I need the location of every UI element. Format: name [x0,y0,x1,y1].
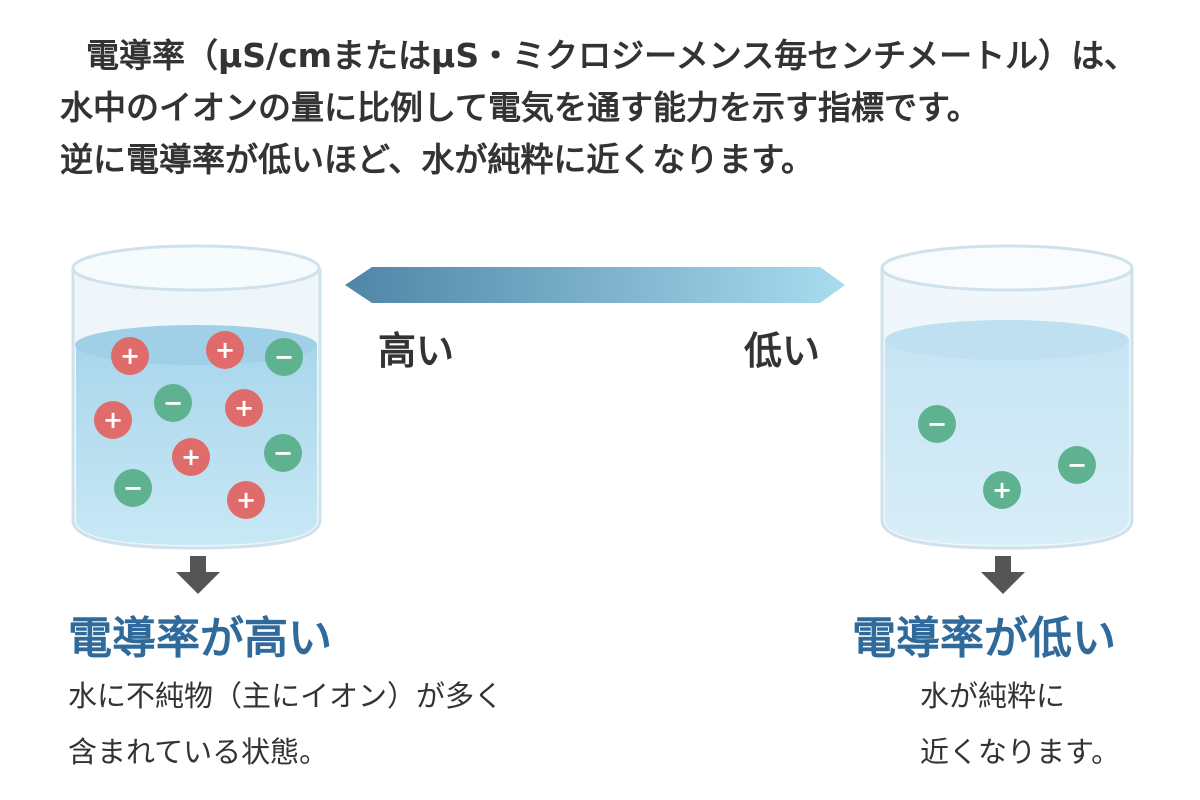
left-ion: − [265,338,303,376]
scale-high-label: 高い [378,329,455,373]
left-ion: − [114,469,152,507]
svg-text:−: − [274,343,294,371]
svg-text:−: − [123,474,143,502]
svg-text:+: + [120,342,140,370]
left-beaker-rim [71,244,321,292]
left-ion: + [94,401,132,439]
low-description-line-2: 近くなります。 [920,735,1121,769]
svg-text:+: + [234,394,254,422]
left-ion: + [227,481,265,519]
left-beaker: + + − − + + + − [71,244,322,550]
left-ion: − [264,434,302,472]
svg-text:−: − [1067,451,1087,479]
intro-line-3: 逆に電導率が低いほど、水が純粋に近くなります。 [60,140,815,179]
conductivity-scale-arrow [345,267,845,303]
high-conductivity-heading: 電導率が高い [68,613,332,664]
low-description-line-1: 水が純粋に [920,679,1066,713]
left-ion: + [172,438,210,476]
low-conductivity-description: 水が純粋に 近くなります。 [920,668,1120,780]
right-beaker-water-surface [885,320,1129,360]
svg-text:−: − [273,439,293,467]
intro-line-2: 水中のイオンの量に比例して電気を通す能力を示す指標です。 [60,88,980,127]
scale-low-label: 低い [744,329,821,373]
high-conductivity-description: 水に不純物（主にイオン）が多く 含まれている状態。 [68,668,503,780]
low-conductivity-heading: 電導率が低い [852,613,1116,664]
down-arrow-icon [981,556,1025,594]
intro-line-1: 電導率（μS/cmまたはμS・ミクロジーメンス毎センチメートル）は、 [86,36,1138,75]
right-beaker-water [885,340,1129,545]
left-ion: − [154,384,192,422]
right-ion: − [918,405,956,443]
high-description-line-2: 含まれている状態。 [68,735,329,769]
svg-text:−: − [927,410,947,438]
svg-text:−: − [163,389,183,417]
right-beaker-rim [880,244,1134,292]
right-beaker: − − + [880,244,1134,550]
down-arrow-icon [176,556,220,594]
left-ion: + [206,331,244,369]
right-ion: − [1058,446,1096,484]
intro-text: 電導率（μS/cmまたはμS・ミクロジーメンス毎センチメートル）は、 水中のイオ… [60,30,1160,186]
left-ion: + [225,389,263,427]
right-ion: + [983,471,1021,509]
svg-text:+: + [103,406,123,434]
high-description-line-1: 水に不純物（主にイオン）が多く [68,679,504,713]
svg-text:+: + [181,443,201,471]
svg-text:+: + [992,476,1012,504]
svg-text:+: + [215,336,235,364]
left-ion: + [111,337,149,375]
svg-text:+: + [236,486,256,514]
